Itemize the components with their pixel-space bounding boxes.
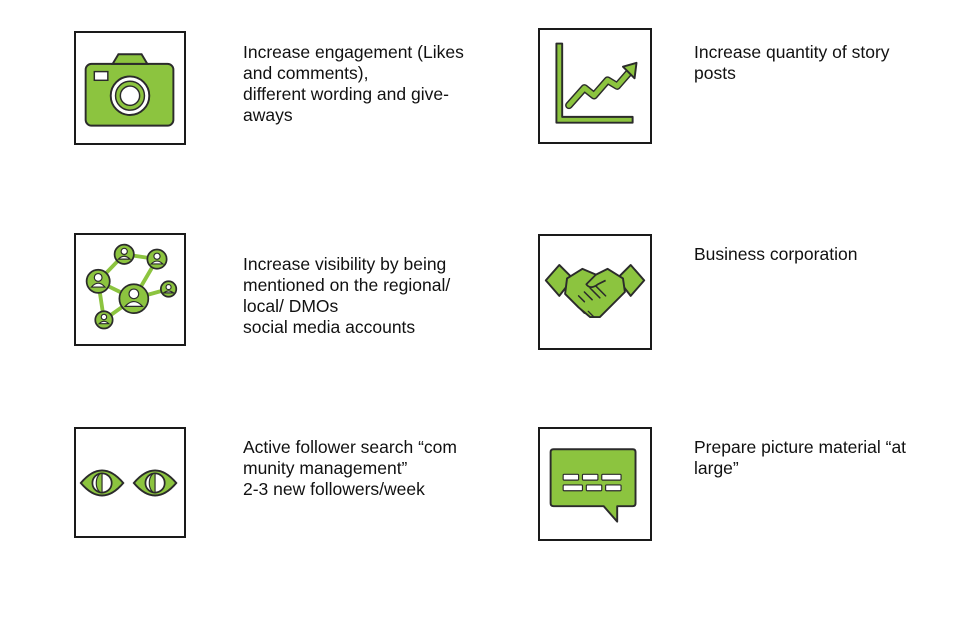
- item-text-engagement: Increase engagement (Likes and comments)…: [243, 42, 464, 126]
- item-text-story-posts: Increase quantity of story posts: [694, 42, 890, 84]
- text-line: mentioned on the regional/: [243, 275, 451, 295]
- item-text-follower-search: Active follower search “com munity manag…: [243, 437, 457, 500]
- text-line: 2-3 new followers/week: [243, 479, 425, 499]
- item-text-visibility: Increase visibility by being mentioned o…: [243, 254, 450, 338]
- network-people-icon: [85, 243, 178, 330]
- text-line: Business corporation: [694, 244, 858, 264]
- speech-bubble-icon: [549, 448, 637, 523]
- text-line: local/ DMOs: [243, 296, 339, 316]
- text-line: Increase visibility by being: [243, 254, 447, 274]
- text-line: Increase engagement (Likes: [243, 42, 464, 62]
- item-text-picture-material: Prepare picture material “at large”: [694, 437, 906, 479]
- text-line: Prepare picture material “at: [694, 437, 907, 457]
- text-line: posts: [694, 63, 736, 83]
- rising-chart-icon-box: [538, 28, 652, 144]
- text-line: Increase quantity of story: [694, 42, 890, 62]
- text-line: large”: [694, 458, 739, 478]
- eyes-icon-box: [74, 427, 186, 538]
- text-line: munity management”: [243, 458, 408, 478]
- text-line: aways: [243, 105, 293, 125]
- eyes-icon: [79, 469, 178, 497]
- text-line: and comments),: [243, 63, 369, 83]
- item-text-business: Business corporation: [694, 244, 857, 265]
- text-line: social media accounts: [243, 317, 416, 337]
- rising-chart-icon: [555, 42, 638, 124]
- camera-icon: [84, 53, 175, 127]
- handshake-icon-box: [538, 234, 652, 350]
- speech-bubble-icon-box: [538, 427, 652, 541]
- camera-icon-box: [74, 31, 186, 145]
- text-line: different wording and give-: [243, 84, 449, 104]
- handshake-icon: [544, 264, 646, 319]
- network-people-icon-box: [74, 233, 186, 346]
- text-line: Active follower search “com: [243, 437, 457, 457]
